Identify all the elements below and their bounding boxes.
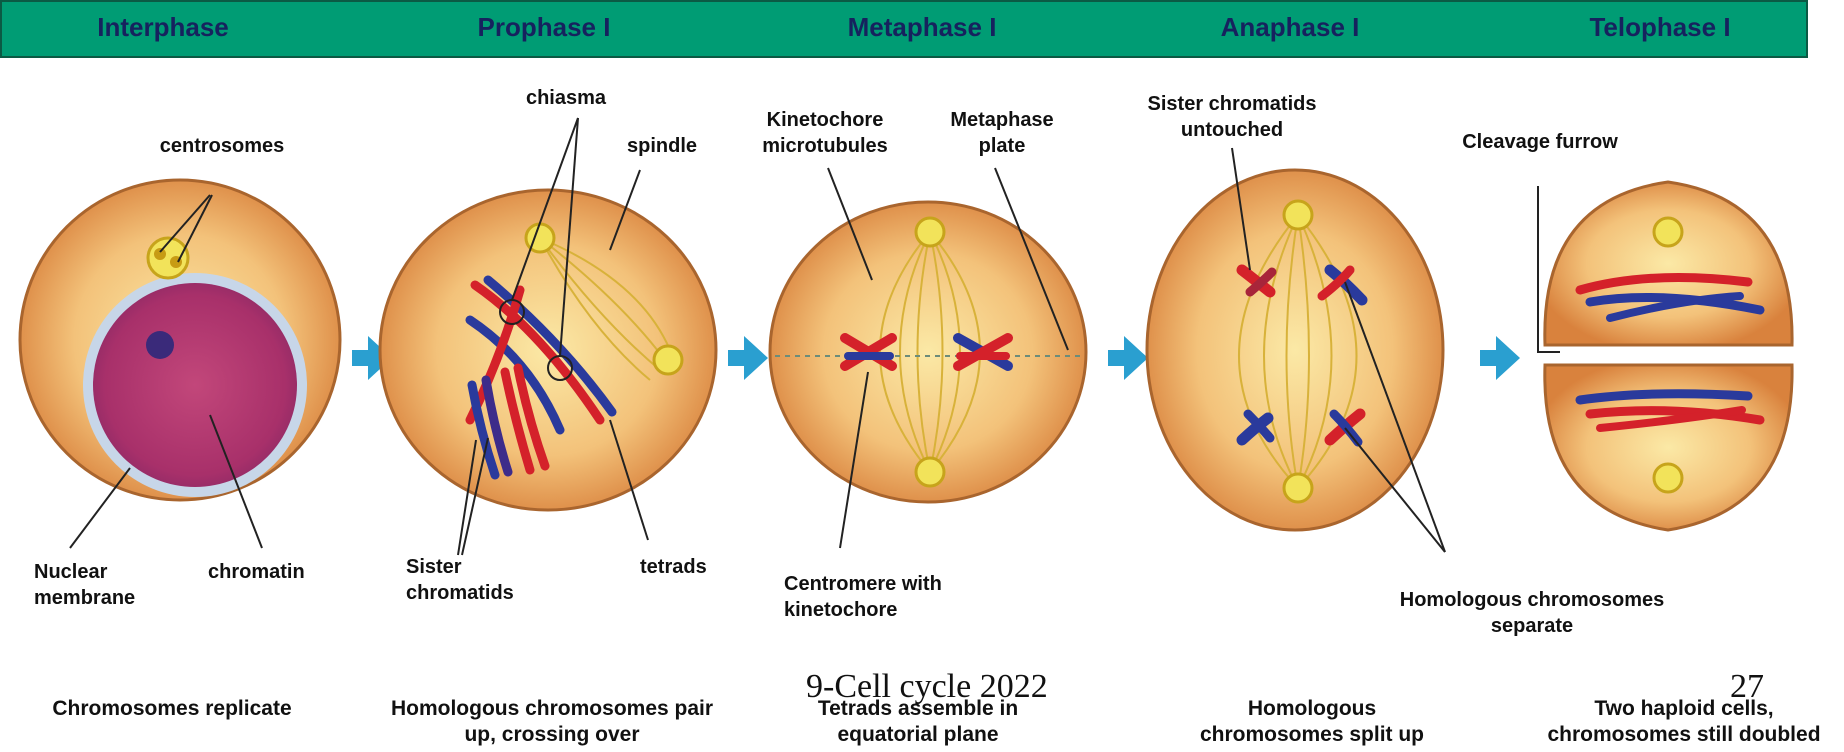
label-sister-untouched-line1: Sister chromatids	[1148, 92, 1317, 116]
caption-metaphase-line2: equatorial plane	[837, 722, 998, 748]
metaphase-cell	[770, 168, 1086, 548]
label-kinetochore-line2: microtubules	[762, 134, 888, 158]
caption-interphase: Chromosomes replicate	[52, 696, 291, 722]
label-sister-chromatids-line2: chromatids	[406, 581, 514, 605]
caption-telophase-line1: Two haploid cells,	[1594, 696, 1773, 722]
label-spindle: spindle	[627, 134, 697, 158]
prophase-centrosome-right-icon	[654, 346, 682, 374]
caption-anaphase-line2: chromosomes split up	[1200, 722, 1424, 748]
telophase-centrosome-bottom-icon	[1654, 464, 1682, 492]
anaphase-centrosome-bottom-icon	[1284, 474, 1312, 502]
label-metaphase-plate-line2: plate	[979, 134, 1026, 158]
label-nuclear-membrane-line2: membrane	[34, 586, 135, 610]
metaphase-centrosome-top-icon	[916, 218, 944, 246]
label-sister-chromatids-line1: Sister	[406, 555, 462, 579]
caption-prophase-line2: up, crossing over	[464, 722, 639, 748]
label-centrosomes: centrosomes	[160, 134, 285, 158]
chromatin-mass	[93, 283, 297, 487]
arrow-icon-4	[1480, 336, 1520, 380]
telophase-upper-cell	[1545, 182, 1792, 345]
label-tetrads: tetrads	[640, 555, 707, 579]
label-centromere-line2: kinetochore	[784, 598, 897, 622]
label-chromatin: chromatin	[208, 560, 305, 584]
nucleolus	[146, 331, 174, 359]
prophase-cell	[380, 118, 716, 555]
label-chiasma: chiasma	[526, 86, 606, 110]
anaphase-centrosome-top-icon	[1284, 201, 1312, 229]
label-homologous-separate-line1: Homologous chromosomes	[1400, 588, 1664, 612]
interphase-cell	[20, 180, 340, 548]
label-centromere-line1: Centromere with	[784, 572, 942, 596]
label-sister-untouched-line2: untouched	[1181, 118, 1283, 142]
label-homologous-separate-line2: separate	[1491, 614, 1573, 638]
anaphase-cell	[1147, 148, 1445, 552]
label-metaphase-plate-line1: Metaphase	[950, 108, 1053, 132]
telophase-centrosome-top-icon	[1654, 218, 1682, 246]
telophase-cells	[1538, 182, 1792, 530]
caption-prophase-line1: Homologous chromosomes pair	[391, 696, 713, 722]
arrow-icon-2	[728, 336, 768, 380]
caption-telophase-line2: chromosomes still doubled	[1547, 722, 1820, 748]
label-nuclear-membrane-line1: Nuclear	[34, 560, 107, 584]
metaphase-centrosome-bottom-icon	[916, 458, 944, 486]
arrow-icon-3	[1108, 336, 1148, 380]
caption-anaphase-line1: Homologous	[1248, 696, 1376, 722]
label-cleavage-furrow: Cleavage furrow	[1462, 130, 1618, 154]
caption-metaphase-line1: Tetrads assemble in	[818, 696, 1018, 722]
label-kinetochore-line1: Kinetochore	[767, 108, 884, 132]
